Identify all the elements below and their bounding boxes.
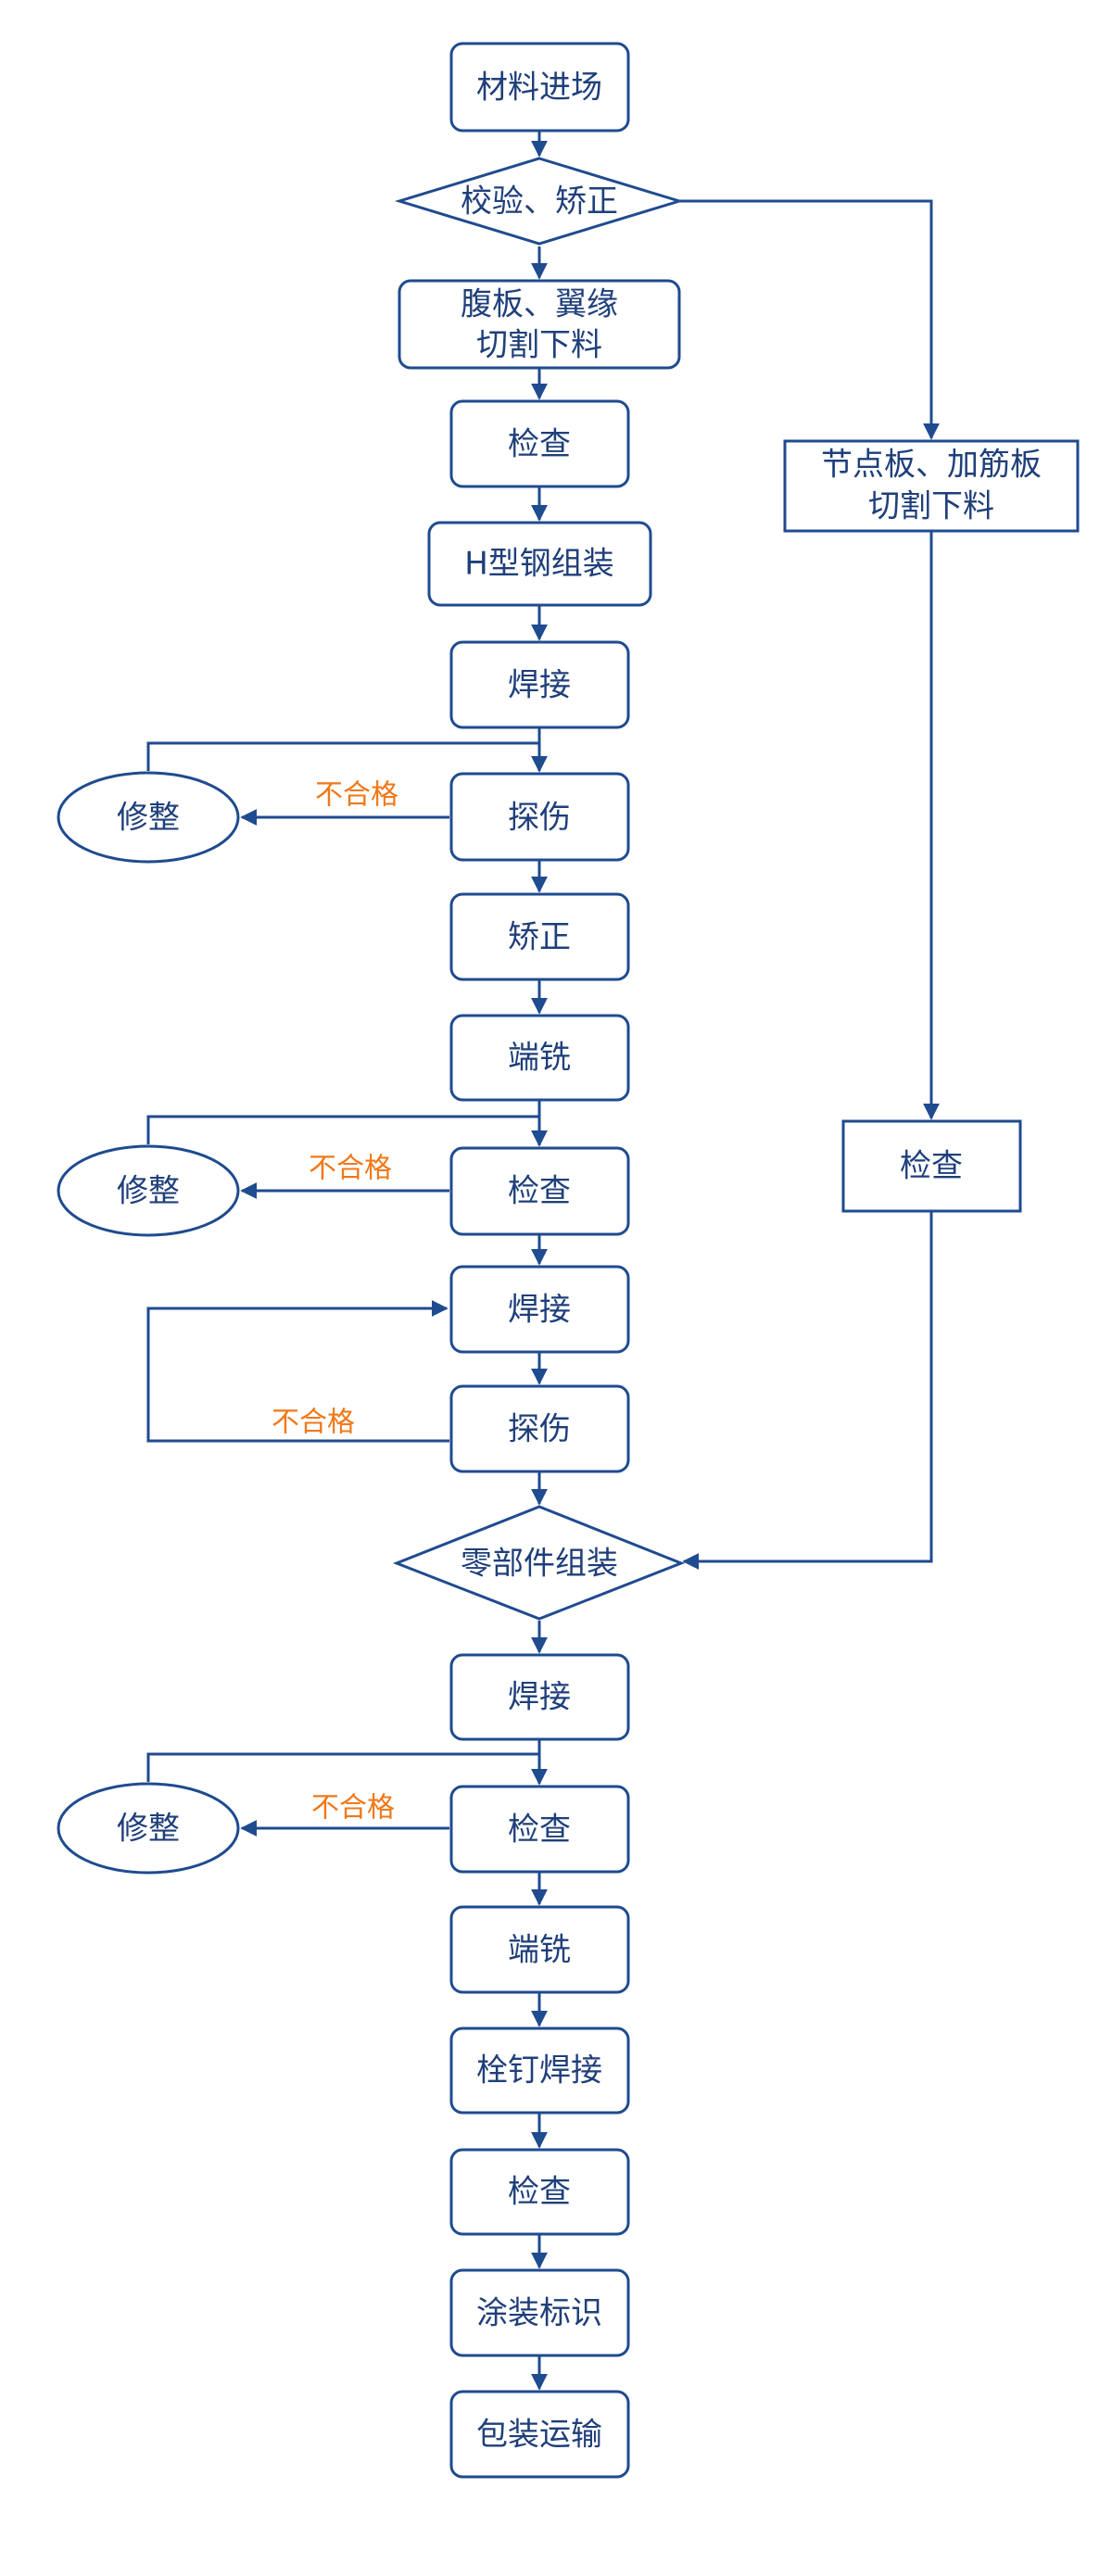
node-label: 焊接 — [508, 1679, 571, 1716]
node-label: 焊接 — [508, 667, 571, 704]
node-label: 校验、矫正 — [461, 183, 618, 221]
node-label-line2: 切割下料 — [476, 327, 602, 364]
node-web-flange-cutting: 腹板、翼缘 切割下料 — [398, 279, 681, 370]
node-repair-3: 修整 — [57, 1782, 240, 1875]
decision-component-assembly: 零部件组装 — [392, 1505, 686, 1621]
edge-fix2-return — [146, 1115, 539, 1144]
node-stud-welding: 栓钉焊接 — [449, 2027, 630, 2115]
node-label: 端铣 — [508, 1932, 571, 1969]
edge-fix3-return — [146, 1752, 539, 1782]
node-flaw-detection-1: 探伤 — [449, 772, 630, 862]
node-welding-1: 焊接 — [449, 640, 630, 729]
node-label-line1: 腹板、翼缘 — [461, 286, 618, 323]
node-label: 涂装标识 — [476, 2295, 602, 2332]
node-label: 检查 — [508, 1173, 571, 1210]
edge-n2-r1 — [679, 199, 940, 440]
node-label: 检查 — [900, 1148, 963, 1185]
edge-r2-n13 — [682, 1211, 933, 1570]
node-welding-3: 焊接 — [449, 1653, 630, 1741]
node-label: 修整 — [117, 1173, 180, 1210]
node-label-line2: 切割下料 — [868, 488, 994, 525]
node-inspection-3: 检查 — [449, 1785, 630, 1874]
node-label-line1: 节点板、加筋板 — [821, 447, 1042, 484]
fail-label-3: 不合格 — [272, 1407, 355, 1439]
fail-label-2: 不合格 — [309, 1153, 392, 1185]
node-packing-transport: 包装运输 — [449, 2390, 630, 2479]
fail-label-1: 不合格 — [315, 779, 398, 812]
node-repair-2: 修整 — [57, 1144, 240, 1237]
decision-calibrate-correct: 校验、矫正 — [394, 157, 685, 246]
node-inspection-4: 检查 — [449, 2148, 630, 2236]
node-end-milling-1: 端铣 — [449, 1014, 630, 1102]
node-label: 检查 — [508, 1812, 571, 1849]
edge-n12-n11-loop — [146, 1300, 449, 1443]
node-inspection-1: 检查 — [449, 399, 630, 488]
node-label: 探伤 — [508, 800, 571, 837]
node-repair-1: 修整 — [57, 771, 240, 864]
node-label: 焊接 — [508, 1292, 571, 1329]
node-label: 材料进场 — [476, 69, 602, 107]
node-material-arrival: 材料进场 — [449, 42, 630, 133]
node-label: 栓钉焊接 — [476, 2052, 602, 2090]
node-label: 矫正 — [508, 919, 571, 956]
node-label: 检查 — [508, 2174, 571, 2211]
node-label: 修整 — [117, 1811, 180, 1848]
node-label: 端铣 — [508, 1040, 571, 1077]
node-plate-inspection: 检查 — [841, 1119, 1022, 1213]
fail-label-4: 不合格 — [311, 1792, 395, 1825]
node-coating-marking: 涂装标识 — [449, 2268, 630, 2357]
node-label: 包装运输 — [476, 2417, 602, 2454]
edge-fix1-return — [146, 741, 539, 771]
node-label: 零部件组装 — [461, 1546, 618, 1583]
edges — [146, 131, 940, 2391]
node-label: 检查 — [508, 426, 571, 463]
node-label: H型钢组装 — [464, 546, 614, 583]
node-label: 探伤 — [508, 1411, 571, 1448]
node-inspection-2: 检查 — [449, 1146, 630, 1236]
node-plate-cutting: 节点板、加筋板 切割下料 — [783, 439, 1080, 533]
node-h-beam-assembly: H型钢组装 — [427, 521, 652, 607]
node-correction: 矫正 — [449, 892, 630, 981]
node-welding-2: 焊接 — [449, 1265, 630, 1354]
node-label: 修整 — [117, 800, 180, 837]
node-end-milling-2: 端铣 — [449, 1905, 630, 1994]
node-flaw-detection-2: 探伤 — [449, 1384, 630, 1473]
